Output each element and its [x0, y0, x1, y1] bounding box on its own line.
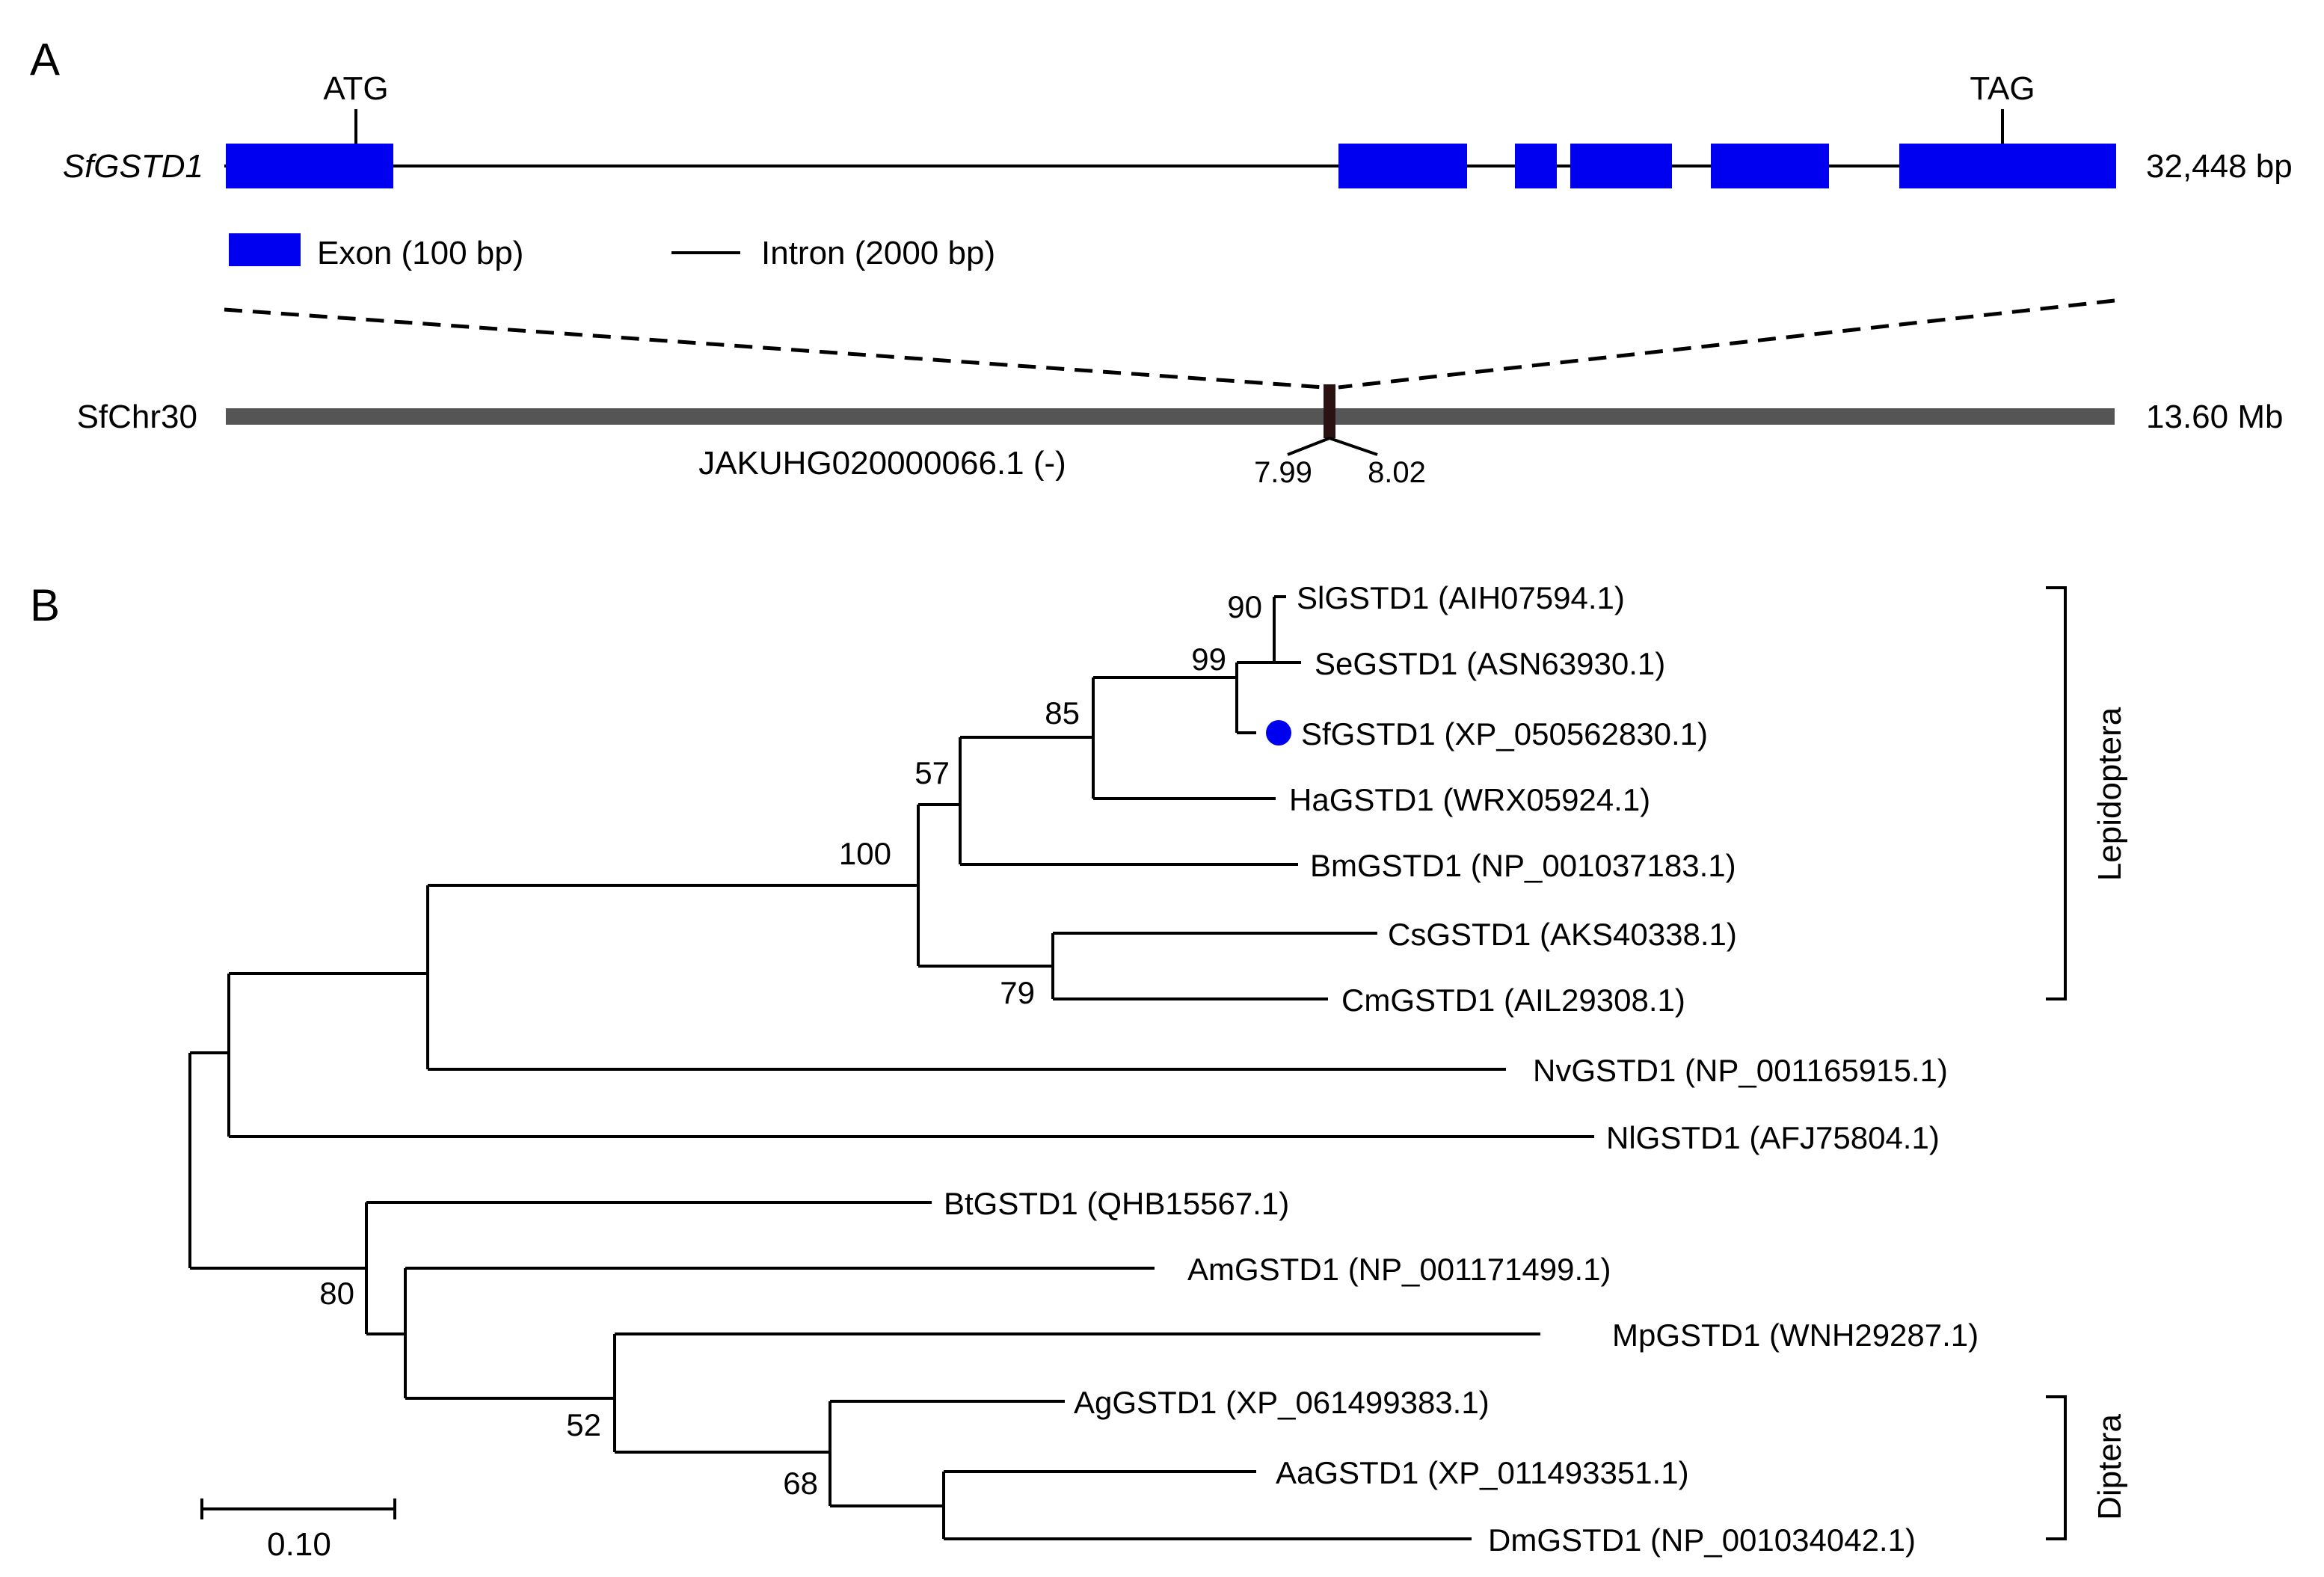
lepidoptera-label: Lepidoptera	[2091, 707, 2128, 881]
highlight-dot	[1266, 720, 1291, 746]
taxon-label: NvGSTD1 (NP_001165915.1)	[1533, 1053, 1948, 1088]
scale-bar-label: 0.10	[267, 1526, 331, 1563]
gene-length: 32,448 bp	[2146, 148, 2293, 185]
exon-2	[1338, 144, 1467, 188]
diptera-label: Diptera	[2091, 1414, 2128, 1520]
zoom-line-left	[224, 307, 1324, 390]
bootstrap-value: 85	[1045, 695, 1080, 731]
gene-locus-mark	[1324, 384, 1335, 438]
zoom-line-right	[1338, 298, 2115, 390]
locus-start-leader	[1287, 437, 1330, 456]
taxon-label: SeGSTD1 (ASN63930.1)	[1315, 646, 1665, 681]
bootstrap-value: 52	[566, 1407, 601, 1442]
bootstrap-value: 57	[914, 755, 950, 790]
taxon-label: SlGSTD1 (AIH07594.1)	[1297, 580, 1625, 615]
exon-6	[1899, 144, 2116, 188]
locus-end-label: 8.02	[1368, 456, 1426, 489]
chromosome-name: SfChr30	[77, 399, 197, 435]
taxon-label: CmGSTD1 (AIL29308.1)	[1341, 983, 1685, 1018]
bootstrap-value: 79	[1000, 975, 1035, 1010]
exon-4	[1570, 144, 1672, 188]
locus-start-label: 7.99	[1254, 456, 1312, 489]
taxon-label: SfGSTD1 (XP_050562830.1)	[1301, 716, 1708, 751]
bootstrap-value: 80	[319, 1276, 354, 1311]
exon-3	[1515, 144, 1557, 188]
exon-5	[1711, 144, 1829, 188]
legend-exon-swatch	[229, 233, 301, 266]
lepidoptera-bracket	[2046, 586, 2067, 1000]
taxon-label: AaGSTD1 (XP_011493351.1)	[1276, 1455, 1689, 1490]
taxon-label: AmGSTD1 (NP_001171499.1)	[1187, 1252, 1611, 1287]
chromosome-bar	[226, 408, 2115, 425]
gene-name: SfGSTD1	[63, 148, 203, 185]
start-codon-label: ATG	[323, 70, 388, 107]
taxon-label: CsGSTD1 (AKS40338.1)	[1388, 917, 1737, 952]
panel-a-letter: A	[30, 34, 60, 84]
exon-1	[226, 144, 393, 188]
legend-exon-label: Exon (100 bp)	[317, 235, 523, 271]
taxon-label: BmGSTD1 (NP_001037183.1)	[1310, 848, 1736, 883]
legend-intron-label: Intron (2000 bp)	[761, 235, 995, 271]
taxon-label: HaGSTD1 (WRX05924.1)	[1289, 782, 1650, 817]
taxon-label: DmGSTD1 (NP_001034042.1)	[1488, 1522, 1916, 1558]
scale-bar	[200, 1498, 396, 1519]
scaffold-label: JAKUHG020000066.1 (-)	[698, 445, 1066, 482]
panel-b-letter: B	[30, 580, 60, 630]
taxon-label: MpGSTD1 (WNH29287.1)	[1612, 1318, 1979, 1353]
bootstrap-value: 99	[1191, 642, 1226, 677]
bootstrap-value: 100	[839, 836, 891, 871]
locus-end-leader	[1329, 437, 1378, 456]
stop-codon-label: TAG	[1970, 70, 2035, 107]
diptera-bracket	[2046, 1395, 2067, 1540]
chromosome-length: 13.60 Mb	[2146, 399, 2283, 435]
taxon-label: AgGSTD1 (XP_061499383.1)	[1074, 1385, 1490, 1420]
bootstrap-value: 68	[783, 1466, 818, 1501]
bootstrap-value: 90	[1227, 589, 1262, 624]
taxon-label: BtGSTD1 (QHB15567.1)	[944, 1186, 1289, 1221]
taxon-label: NlGSTD1 (AFJ75804.1)	[1606, 1120, 1940, 1155]
phylogenetic-tree	[188, 595, 1594, 1540]
